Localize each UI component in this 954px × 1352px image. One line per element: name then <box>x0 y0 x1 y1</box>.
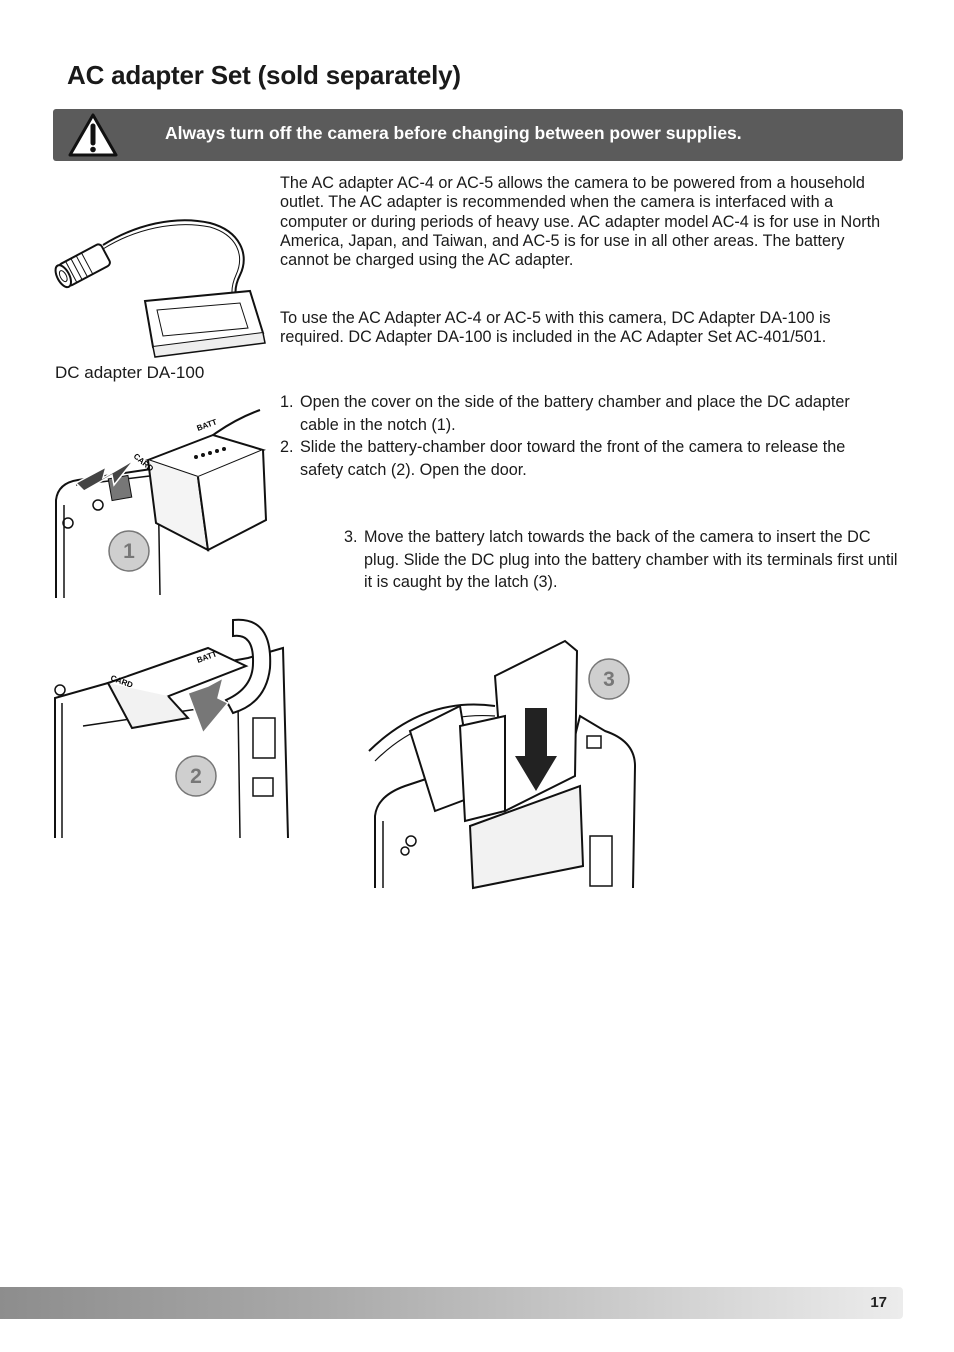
intro-paragraph: The AC adapter AC-4 or AC-5 allows the c… <box>280 174 881 270</box>
callout-2: 2 <box>175 755 217 797</box>
callout-1: 1 <box>108 530 150 572</box>
step-item: 1.Open the cover on the side of the batt… <box>280 393 850 434</box>
steps-list: 1.Open the cover on the side of the batt… <box>280 391 880 481</box>
batt-label: BATT <box>196 417 219 433</box>
step3-illustration: 3 <box>368 639 637 890</box>
svg-text:2: 2 <box>190 765 202 788</box>
svg-text:3: 3 <box>603 668 615 691</box>
warning-triangle-icon <box>68 113 118 157</box>
steps-list-continued: 3.Move the battery latch towards the bac… <box>344 526 904 594</box>
requirement-paragraph: To use the AC Adapter AC-4 or AC-5 with … <box>280 309 831 347</box>
step1-illustration: BATT CARD 1 <box>55 409 268 598</box>
step-item: 2.Slide the battery-chamber door toward … <box>280 438 846 479</box>
step-item: 3.Move the battery latch towards the bac… <box>344 528 898 591</box>
svg-text:1: 1 <box>123 540 135 563</box>
page-footer-bar: 17 <box>0 1287 903 1319</box>
warning-banner: Always turn off the camera before changi… <box>53 109 903 161</box>
callout-3: 3 <box>588 658 630 700</box>
page-number: 17 <box>870 1294 887 1311</box>
step2-illustration: BATT CARD 2 <box>54 618 289 839</box>
dc-adapter-illustration <box>54 219 266 358</box>
figure-caption: DC adapter DA-100 <box>55 363 205 382</box>
warning-text: Always turn off the camera before changi… <box>165 123 742 143</box>
page-title: AC adapter Set (sold separately) <box>67 60 461 90</box>
